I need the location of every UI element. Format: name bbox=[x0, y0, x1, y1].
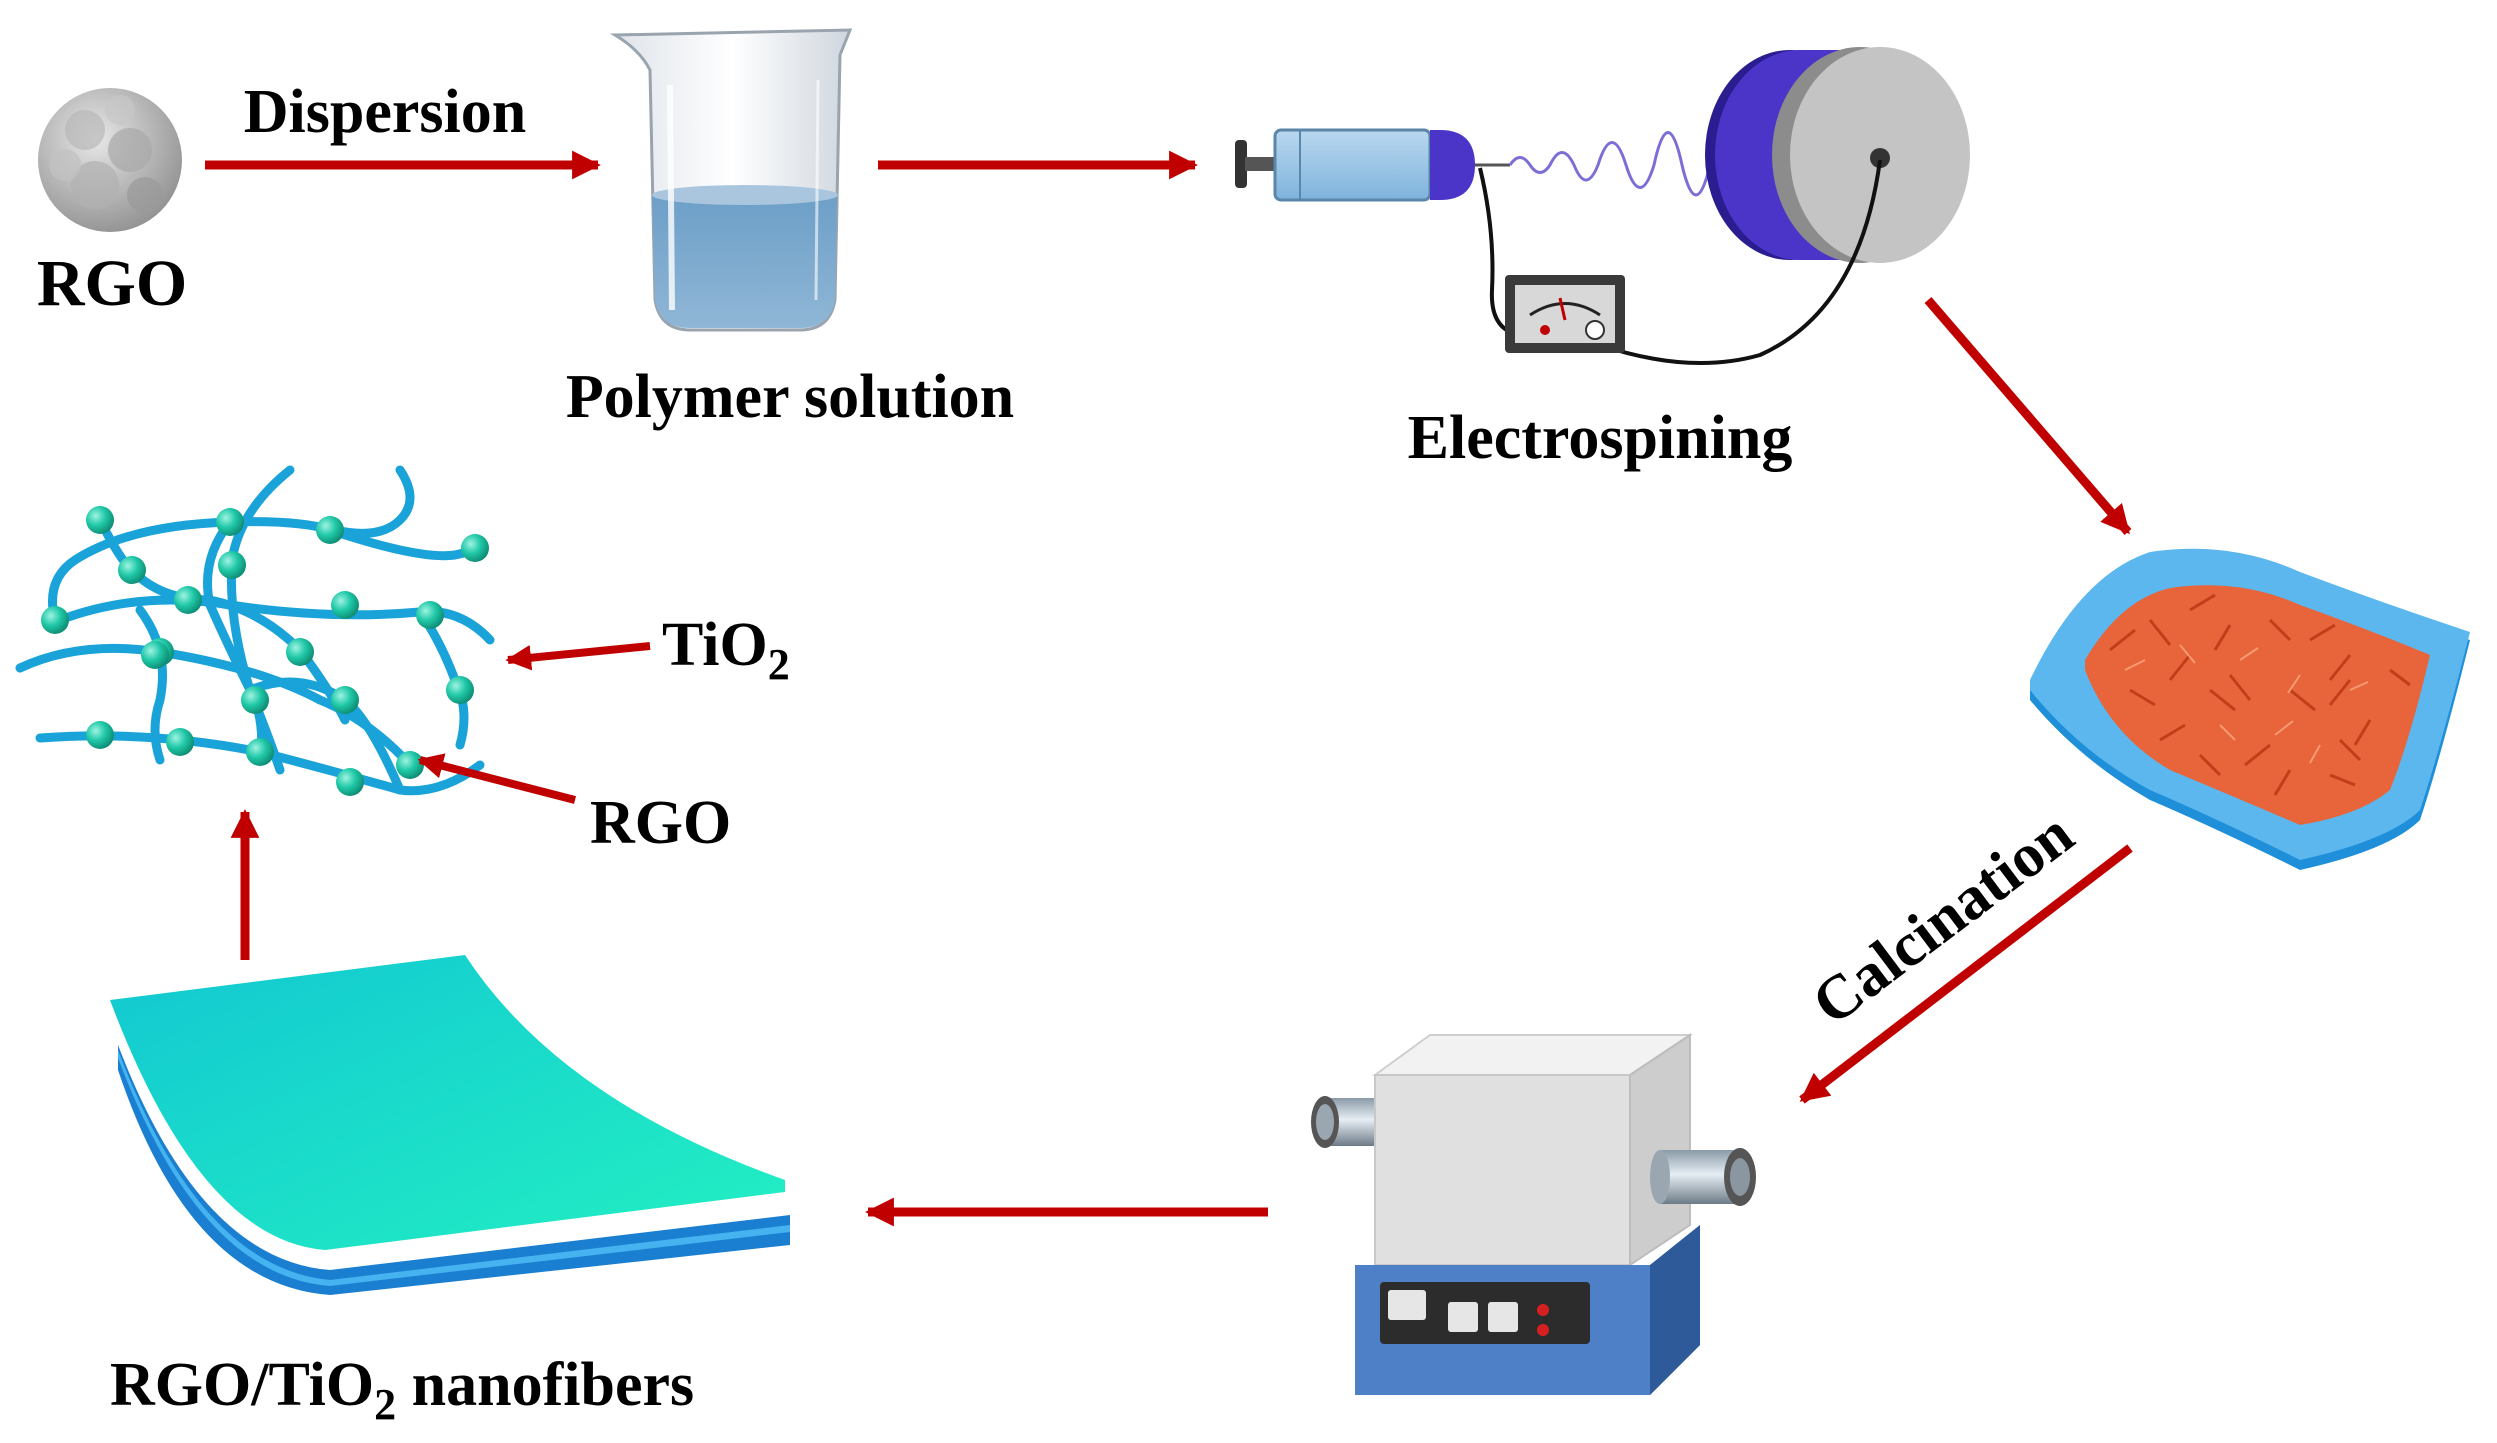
high-voltage-supply-icon bbox=[1505, 275, 1625, 353]
dispersion-label: Dispersion bbox=[244, 78, 526, 146]
beaker-icon bbox=[609, 28, 853, 332]
jet-fiber-icon bbox=[1508, 131, 1712, 197]
rgo-tio2-network-icon bbox=[15, 465, 495, 796]
arrow-calcination bbox=[1799, 844, 2133, 1104]
electrospinning-label: Electrospining bbox=[1408, 404, 1793, 472]
pointer-arrow-rgo bbox=[417, 753, 576, 804]
polymer-solution-label: Polymer solution bbox=[566, 363, 1014, 431]
pointer-arrow-tio2 bbox=[505, 642, 651, 671]
nanofibers-label: RGO/TiO2 nanofibers bbox=[110, 1351, 694, 1429]
wire-right bbox=[1599, 159, 1882, 365]
syringe-icon bbox=[1235, 128, 1510, 202]
rotating-collector-icon bbox=[1705, 47, 1970, 263]
tube-furnace-icon bbox=[1311, 1033, 1756, 1395]
rgo-label-top: RGO bbox=[37, 247, 187, 320]
rgo-particle-icon bbox=[38, 88, 182, 232]
arrow-to-fiber-mat bbox=[1924, 297, 2132, 535]
nanofiber-sheet-icon bbox=[110, 955, 790, 1295]
tio2-label: TiO2 bbox=[662, 611, 790, 689]
rgo-label-network: RGO bbox=[590, 789, 731, 857]
fiber-mat-icon bbox=[2030, 548, 2470, 870]
